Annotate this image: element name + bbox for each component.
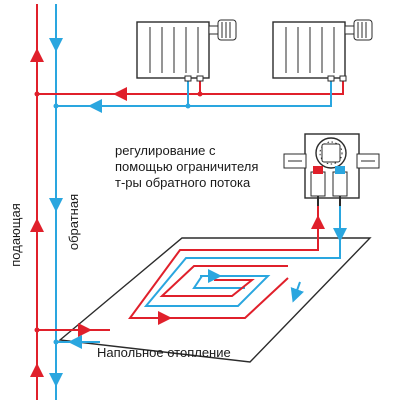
regulation-caption-line-3: т-ры обратного потока	[115, 175, 251, 190]
thermostatic-valve-icon	[208, 19, 237, 41]
floor-heating-loop	[128, 249, 305, 325]
controller-piping	[296, 205, 347, 259]
floor-heating-panel	[58, 237, 372, 363]
regulation-caption-line-1: регулирование с	[115, 143, 216, 158]
radiator-2	[272, 21, 347, 82]
return-label: обратная	[66, 194, 81, 250]
regulation-caption-line-2: помощью ограничителя	[115, 159, 258, 174]
thermostatic-mixing-unit-icon	[283, 133, 380, 206]
floor-heating-label: Напольное отопление	[97, 345, 231, 360]
radiator-1	[136, 21, 210, 82]
supply-label: подающая	[8, 203, 23, 267]
radiator-branch-return	[53, 78, 332, 113]
floor-feed-lines	[34, 323, 110, 349]
thermostatic-valve-icon	[344, 19, 373, 41]
radiator-branch-supply	[34, 78, 344, 101]
